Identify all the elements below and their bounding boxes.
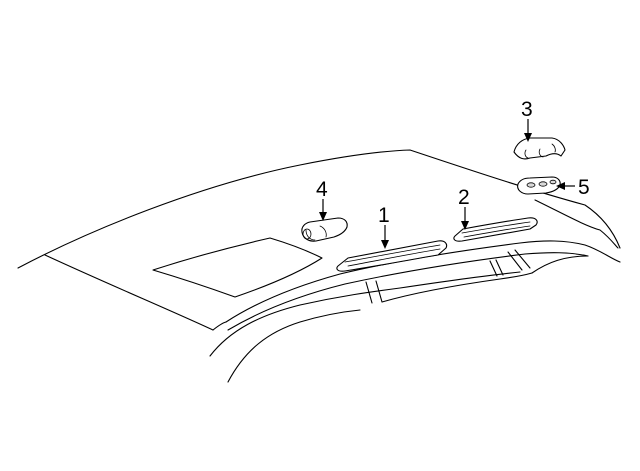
c-pillar-c (507, 251, 523, 271)
door-frame-inner (227, 309, 361, 383)
rear-window-edge (531, 255, 589, 274)
part-3-end-cap (513, 137, 566, 160)
part-2-roof-rail (453, 217, 538, 242)
sunroof-panel (152, 237, 323, 298)
part-4-front-end-cap (301, 217, 348, 242)
roof-drip-rail-lower (227, 252, 589, 331)
part-1-roof-rail (336, 240, 448, 272)
door-frame-upper (209, 271, 521, 357)
c-pillar-a (489, 260, 498, 277)
callout-labels: 1 2 3 4 5 (316, 98, 590, 227)
roof-outer-edge (17, 149, 621, 269)
c-pillar-b (495, 259, 504, 276)
c-pillar-d (514, 249, 531, 269)
windshield-top (212, 321, 227, 331)
roof-drip-rail (225, 240, 621, 323)
callout-3: 3 (521, 98, 533, 121)
b-pillar-rear (375, 280, 383, 303)
callout-arrows (319, 119, 575, 249)
door-frame-rear (381, 272, 533, 303)
callout-2: 2 (458, 186, 470, 209)
callout-1: 1 (378, 204, 390, 227)
callout-4: 4 (316, 178, 328, 201)
roof-front-edge (44, 254, 214, 331)
callout-5: 5 (578, 176, 590, 199)
roof-right-side (534, 199, 619, 249)
b-pillar-front (365, 281, 373, 304)
vehicle-roof (17, 149, 621, 383)
part-5-base-cap (517, 176, 561, 195)
